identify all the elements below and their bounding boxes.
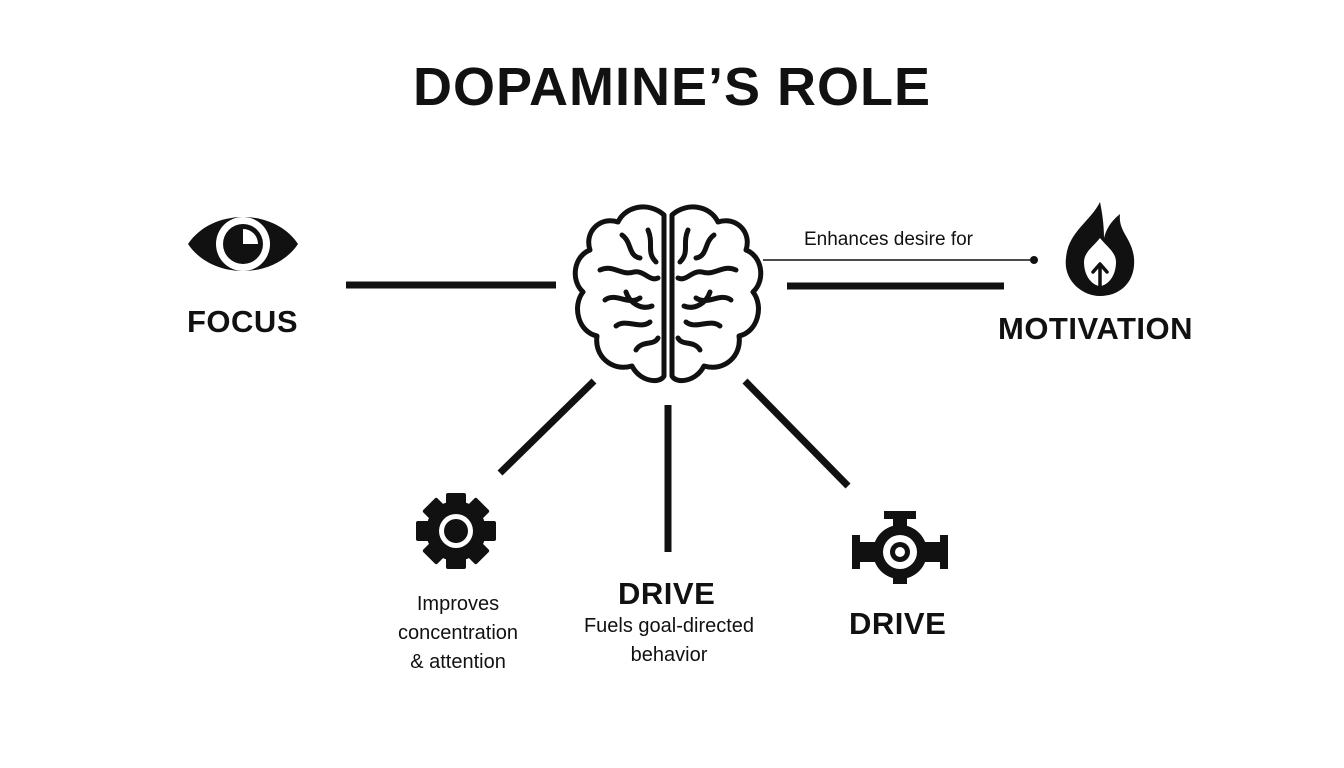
drive-center-description: Fuels goal-directed behavior	[564, 612, 774, 670]
connector-edge-dot	[1030, 256, 1038, 264]
valve-icon	[852, 511, 948, 584]
gear-icon	[416, 493, 496, 569]
gear-desc-line: & attention	[410, 651, 506, 673]
eye-icon	[188, 217, 298, 271]
drive-center-label: DRIVE	[618, 576, 716, 611]
connector-gear	[497, 378, 597, 476]
gear-desc-line: concentration	[397, 622, 519, 644]
drive-right-label: DRIVE	[849, 606, 947, 641]
drive-desc-line: Fuels goal-directed	[583, 615, 755, 637]
motivation-label: MOTIVATION	[998, 311, 1193, 346]
gear-description: Improves concentration & attention	[378, 590, 538, 677]
drive-desc-line: behavior	[630, 644, 708, 666]
connector-drive-right	[742, 378, 851, 489]
diagram-title: DOPAMINE’S ROLE	[412, 57, 932, 117]
gear-desc-line: Improves	[416, 593, 500, 615]
focus-label: FOCUS	[187, 304, 298, 339]
brain-icon	[572, 204, 764, 384]
flame-arrow-icon	[1065, 202, 1135, 296]
motivation-edge-label: Enhances desire for	[804, 229, 973, 250]
